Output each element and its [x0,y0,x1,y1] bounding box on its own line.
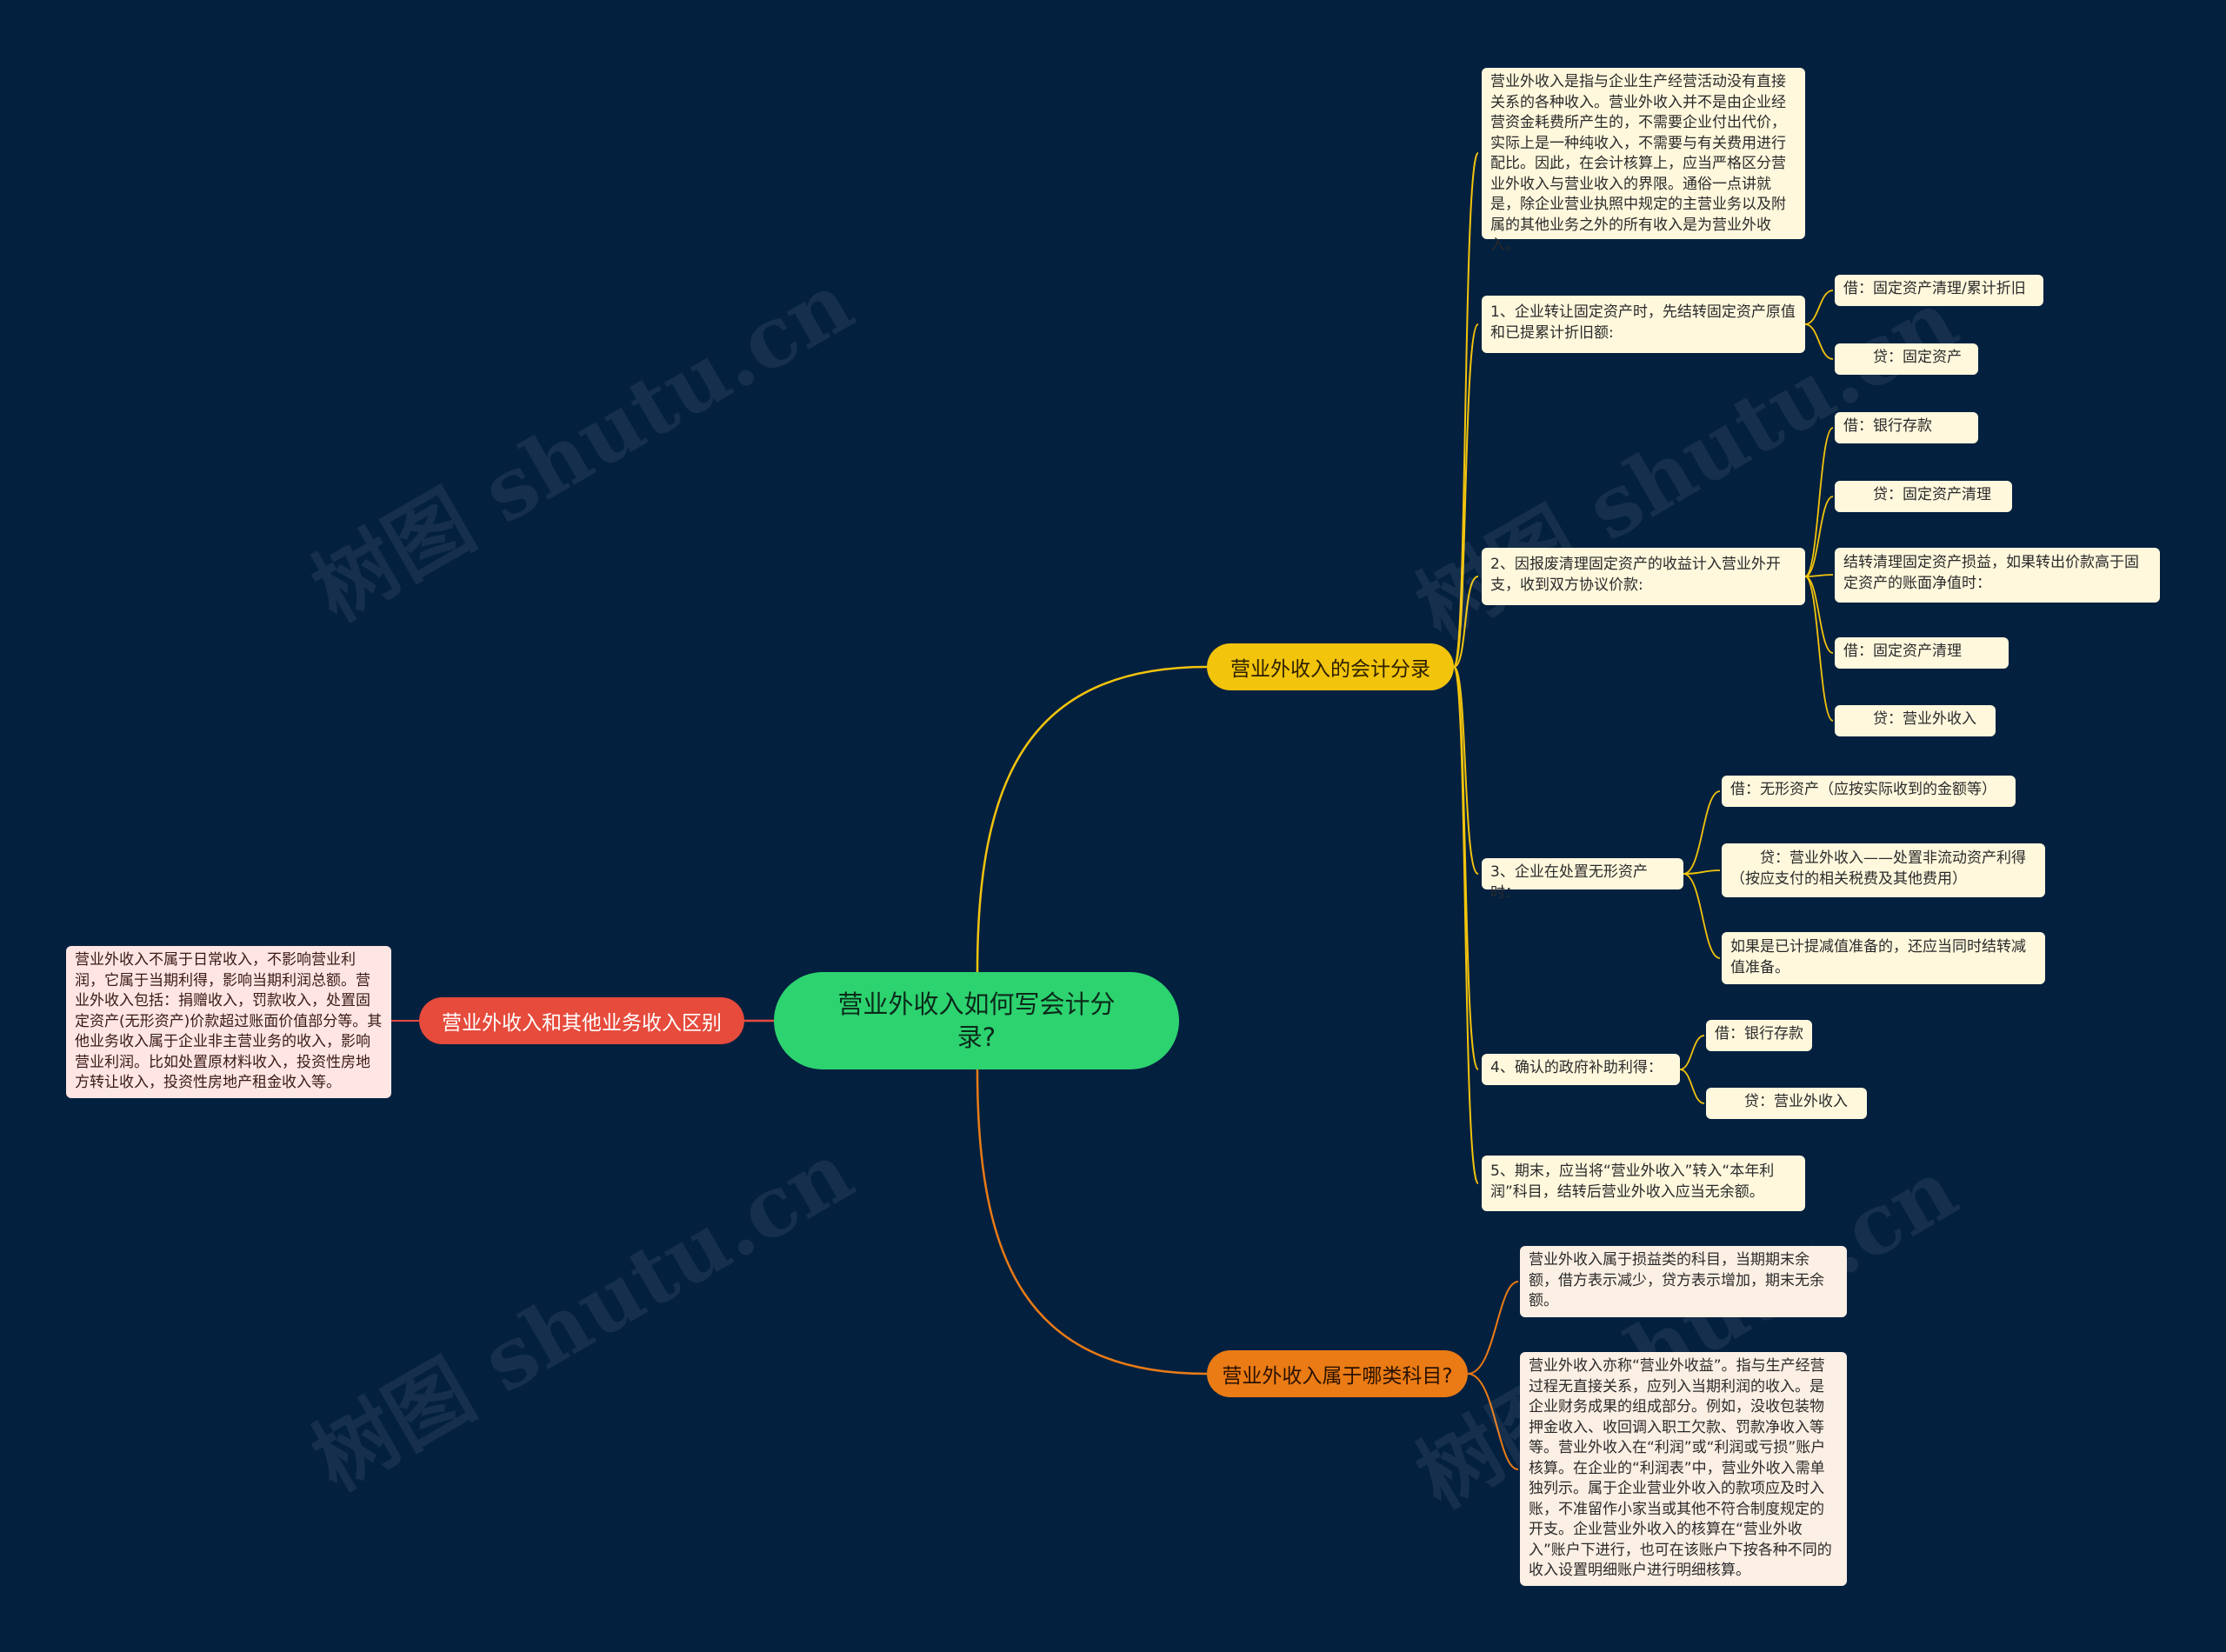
connector-line [1804,496,1834,577]
difference-note[interactable]: 营业外收入不属于日常收入，不影响营业利润，它属于当期利得，影响当期利润总额。营业… [66,946,391,1098]
entry-credit-nonoperating-income[interactable]: 贷：营业外收入 [1835,705,1996,736]
branch-account-category[interactable]: 营业外收入属于哪类科目? [1207,1350,1468,1397]
entry-debit-bank-deposit-2[interactable]: 借：银行存款 [1706,1020,1812,1051]
connector-line [1804,323,1834,360]
connector-line [1679,1069,1705,1104]
connector-line [1683,873,1721,959]
connector-line [1453,323,1479,668]
connector-line [1453,666,1479,875]
entry-debit-clearing-2[interactable]: 借：固定资产清理 [1835,637,2009,669]
connector-line [1804,576,1834,654]
entry-debit-intangible[interactable]: 借：无形资产（应按实际收到的金额等） [1722,776,2016,807]
connector-line [1683,869,1721,875]
branch-difference[interactable]: 营业外收入和其他业务收入区别 [419,997,744,1044]
connector-line [1683,790,1721,875]
entry-credit-disposal-gain[interactable]: 贷：营业外收入——处置非流动资产利得（按应支付的相关税费及其他费用） [1722,843,2045,897]
root-topic[interactable]: 营业外收入如何写会计分录? [774,972,1179,1069]
connector-line [1804,427,1834,577]
definition-note[interactable]: 营业外收入是指与企业生产经营活动没有直接关系的各种收入。营业外收入并不是由企业经… [1482,68,1805,254]
connector-line [1804,290,1834,325]
category-note-detail[interactable]: 营业外收入亦称“营业外收益”。指与生产经营过程无直接关系，应列入当期利润的收入。… [1520,1352,1847,1586]
connector-line [1453,576,1479,668]
connector-line [1453,152,1479,668]
connector-line [1804,576,1834,722]
connector-line [1804,574,1834,577]
entry-transfer-gain-note[interactable]: 结转清理固定资产损益，如果转出价款高于固定资产的账面净值时： [1835,548,2160,603]
category-note-profit-loss[interactable]: 营业外收入属于损益类的科目，当期期末余额，借方表示减少，贷方表示增加，期末无余额… [1520,1246,1847,1317]
connector-line [1467,1373,1519,1470]
entry-debit-clearing[interactable]: 借：固定资产清理/累计折旧 [1835,275,2043,306]
step-3-dispose-intangible[interactable]: 3、企业在处置无形资产时： [1482,858,1683,902]
entry-credit-fixed-asset[interactable]: 贷：固定资产 [1835,343,1978,375]
step-2-scrap-fixed-asset[interactable]: 2、因报废清理固定资产的收益计入营业外开支，收到双方协议价款: [1482,548,1805,605]
step-4-government-grant[interactable]: 4、确认的政府补助利得： [1482,1054,1680,1085]
step-5-period-end[interactable]: 5、期末，应当将“营业外收入”转入“本年利润”科目，结转后营业外收入应当无余额。 [1482,1156,1805,1211]
branch-accounting-entries[interactable]: 营业外收入的会计分录 [1207,643,1454,690]
connector-line [976,1069,1208,1376]
connector-line [1453,666,1479,1184]
step-1-transfer-fixed-asset[interactable]: 1、企业转让固定资产时，先结转固定资产原值和已提累计折旧额: [1482,296,1805,353]
entry-debit-bank-deposit[interactable]: 借：银行存款 [1835,412,1978,443]
entry-credit-clearing[interactable]: 贷：固定资产清理 [1835,481,2012,512]
entry-impairment-note[interactable]: 如果是已计提减值准备的，还应当同时结转减值准备。 [1722,932,2045,984]
connector-line [1467,1281,1519,1375]
connector-line [1679,1035,1705,1070]
connector-line [976,665,1208,973]
entry-credit-nonoperating-income-2[interactable]: 贷：营业外收入 [1706,1088,1867,1119]
